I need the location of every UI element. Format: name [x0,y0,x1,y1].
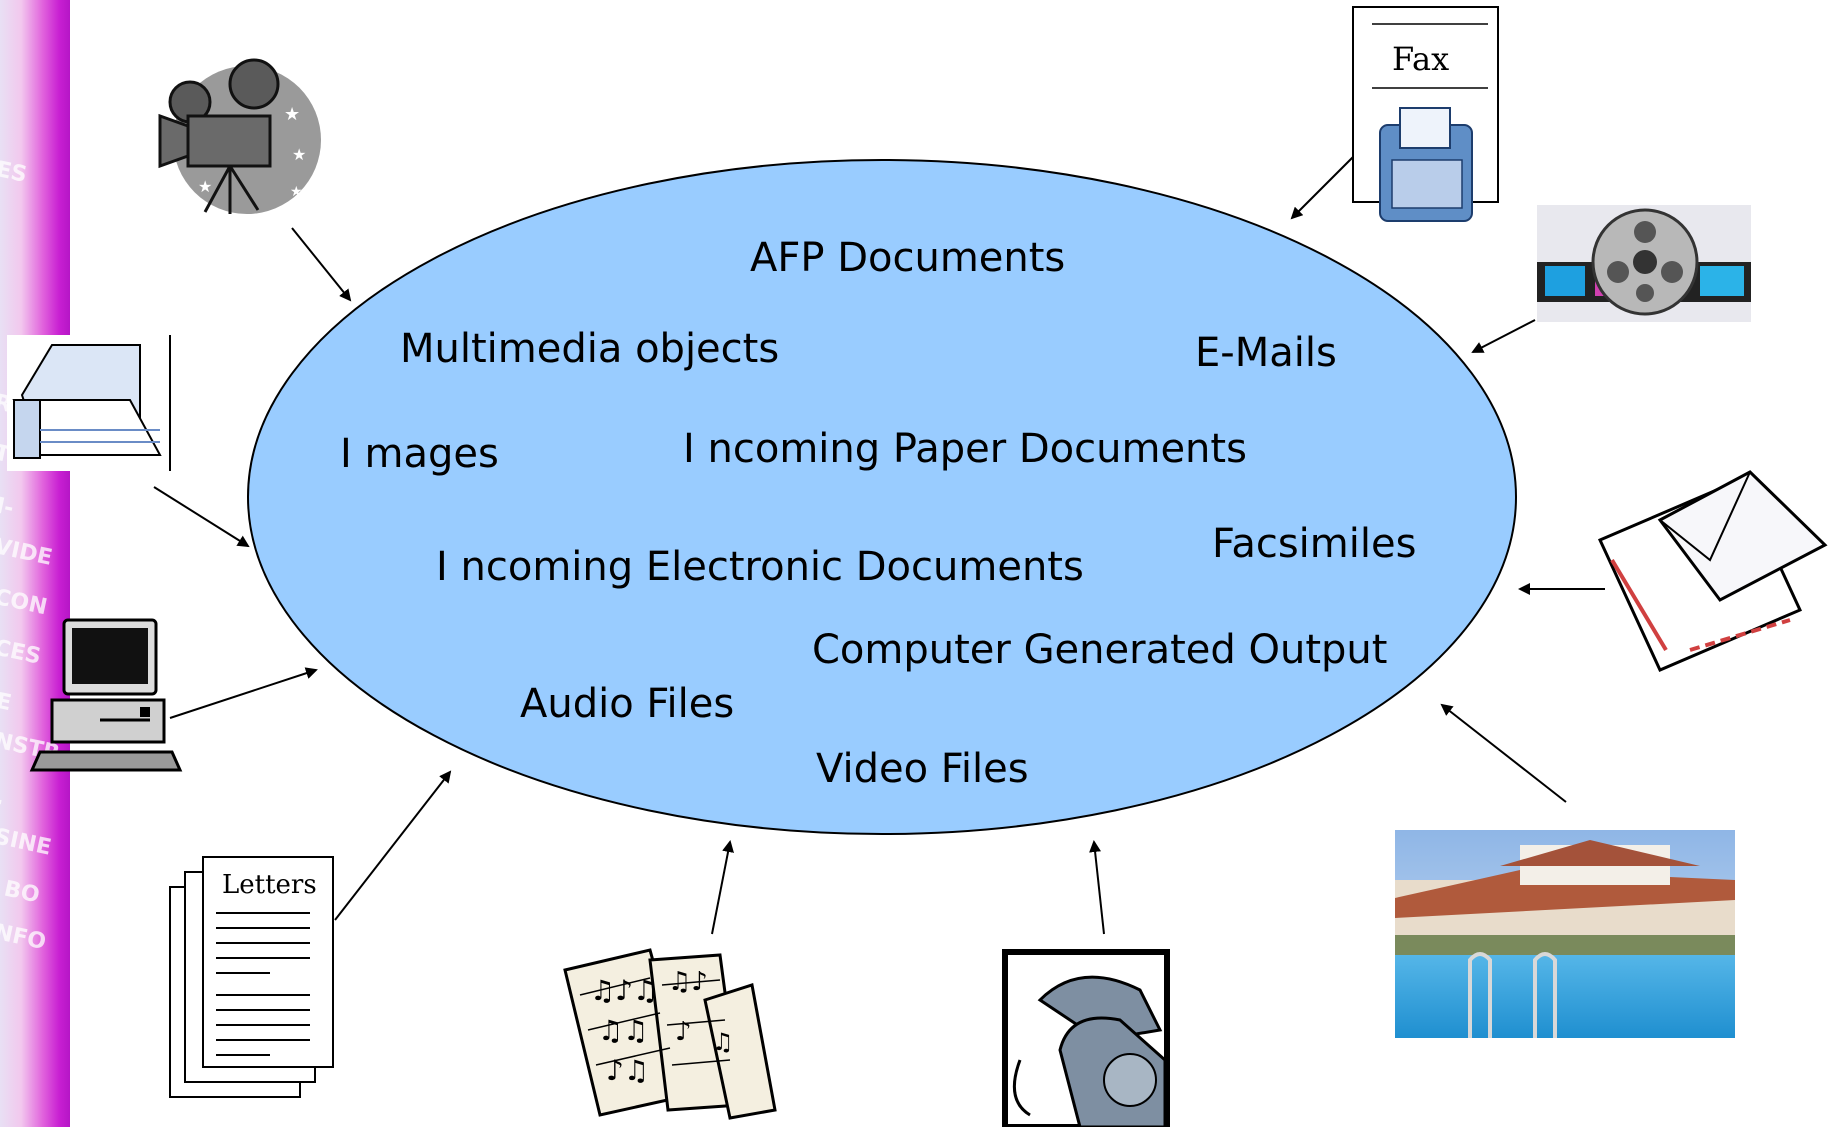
arrow-photo [1440,703,1567,803]
film-reel-icon [1537,205,1751,322]
label-facsimiles: Facsimiles [1212,521,1416,567]
svg-text:♫♪: ♫♪ [668,967,708,997]
svg-text:♫: ♫ [712,1028,734,1056]
label-video-files: Video Files [816,746,1029,792]
svg-text:★: ★ [198,177,212,196]
fax-machine-icon: Fax [1352,6,1499,222]
svg-text:♪: ♪ [675,1017,692,1047]
fax-label: Fax [1392,40,1449,78]
envelope-icon [1597,470,1828,672]
letters-icon: Letters [169,856,334,1098]
movie-camera-icon: ★ ★ ★ ★ [158,58,321,214]
svg-text:★: ★ [292,145,306,164]
svg-text:♫♫: ♫♫ [598,1014,648,1047]
arrow-letters [334,770,452,921]
sheet-music-icon: ♫♪♫ ♫♫ ♪♫ ♫♪ ♪ ♫ [563,948,777,1120]
label-afp-documents: AFP Documents [750,235,1065,281]
telephone-icon [1002,949,1170,1127]
computer-icon [29,618,183,772]
label-incoming-electronic-documents: I ncoming Electronic Documents [436,544,1084,590]
svg-text:♪♫: ♪♫ [606,1054,649,1087]
letters-label: Letters [222,870,317,900]
arrow-music [711,840,734,935]
paper-stack-icon [7,335,171,471]
label-multimedia-objects: Multimedia objects [400,326,779,372]
arrow-computer [169,667,318,719]
pool-photo [1395,830,1735,1038]
label-emails: E-Mails [1195,330,1337,376]
svg-text:★: ★ [290,184,303,200]
arrow-phone [1089,840,1105,935]
decorative-side-strip: ES RNE TER I- VIDE CON CES E NSTR . SINE… [0,0,70,1127]
svg-text:★: ★ [284,104,300,125]
arrow-camera [291,227,352,302]
central-ellipse [247,159,1517,835]
label-images: I mages [340,431,499,477]
label-incoming-paper-documents: I ncoming Paper Documents [683,426,1247,472]
arrow-paper [153,486,250,548]
label-computer-generated-output: Computer Generated Output [812,627,1387,673]
arrow-film [1471,319,1536,353]
label-audio-files: Audio Files [520,681,734,727]
svg-text:♫♪♫: ♫♪♫ [590,974,658,1007]
